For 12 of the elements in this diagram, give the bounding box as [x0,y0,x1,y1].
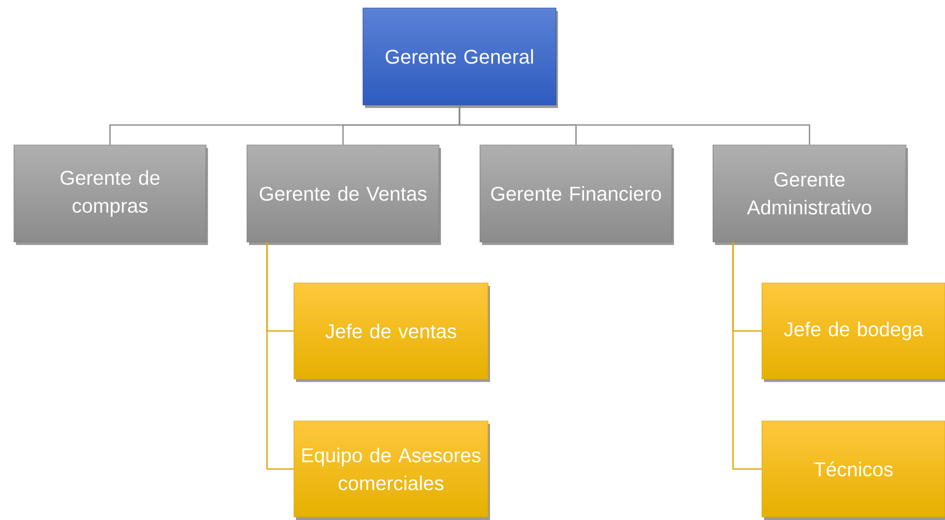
role-box: Jefe de ventas [294,282,490,382]
role-box: Gerente Administrativo [712,144,908,245]
role-box: Gerente de compras [14,144,208,245]
role-box: Técnicos [762,420,945,520]
role-box: Jefe de bodega [762,282,945,382]
connector-line [732,242,762,470]
connector-line [458,105,810,145]
role-box: Gerente de Ventas [246,144,441,245]
title-box: Gerente General [362,8,558,108]
role-box: Gerente Financiero [480,144,674,245]
role-box: Equipo de Asesores comerciales [294,420,490,520]
connector-line [266,242,294,470]
